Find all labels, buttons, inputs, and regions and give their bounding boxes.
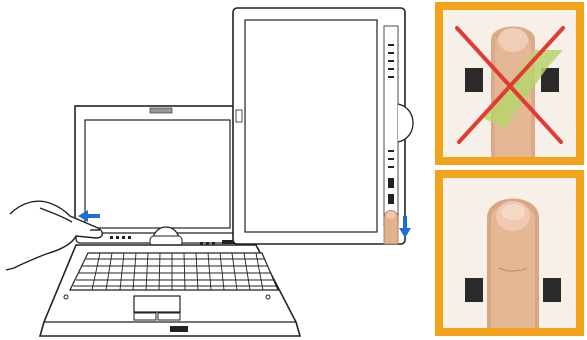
camera-notch [150, 108, 172, 113]
touchpad-right-button [158, 313, 180, 320]
laptop-tablet-diagram [0, 0, 430, 340]
hinge-left-block [465, 278, 483, 302]
finger [384, 211, 398, 245]
incorrect-grip-illustration [443, 10, 576, 157]
touchpad-left-button [134, 313, 156, 320]
tablet-screen [233, 8, 413, 244]
laptop-base [40, 245, 300, 336]
correct-grip-panel [435, 170, 584, 336]
correct-grip-illustration [443, 178, 576, 328]
hinge-right-block [543, 278, 561, 302]
touchpad [134, 296, 180, 312]
stylus-holder [398, 104, 413, 142]
hinge-left-block [465, 68, 483, 92]
front-latch [170, 326, 188, 332]
incorrect-grip-panel [435, 2, 584, 165]
